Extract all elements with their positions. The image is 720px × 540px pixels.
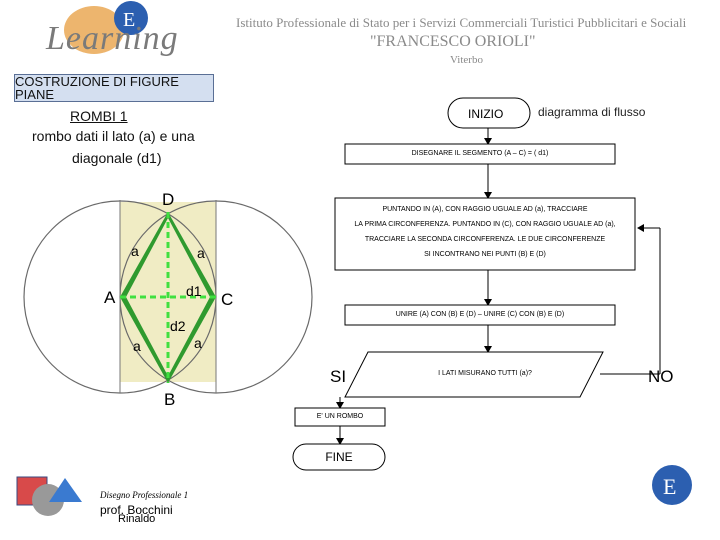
side-label-top-left: a [131,243,139,259]
diagonal-d1-label: d1 [186,283,202,299]
author-line1: prof. Bocchini [100,503,173,517]
step1-text: DISEGNARE IL SEGMENTO (A – C) = ( d1) [346,148,614,160]
logo-badge-icon: E [64,1,148,54]
yes-label: SI [330,367,347,386]
decision-shape [344,351,604,398]
step2-line1: PUNTANDO IN (A), CON RAGGIO UGUALE AD (a… [336,204,634,216]
start-terminal [447,97,531,129]
step2-line2: LA PRIMA CIRCONFERENZA. PUNTANDO IN (C),… [336,219,634,231]
vertex-b-label: B [164,390,176,409]
decision-text: I LATI MISURANO TUTTI (a)? [438,370,532,377]
no-label: NO [648,367,674,386]
city-name: Viterbo [450,54,483,66]
svg-text:E: E [663,474,676,499]
topic-title: ROMBI 1 [70,108,128,124]
vertex-a-label: A [104,288,116,307]
result-text: E' UN ROMBO [296,411,384,423]
step2-line4: SI INCONTRANO NEI PUNTI (B) E (D) [336,249,634,261]
step2-line3: TRACCIARE LA SECONDA CIRCONFERENZA. LE D… [336,234,634,246]
step3-text: UNIRE (A) CON (B) E (D) – UNIRE (C) CON … [346,309,614,321]
school-name: "FRANCESCO ORIOLI" [370,33,536,50]
description-line1: rombo dati il lato (a) e una [32,128,195,144]
section-title: COSTRUZIONE DI FIGURE PIANE [14,74,214,102]
corner-badge-icon: E [652,465,692,505]
footer-logo-icon [16,476,82,516]
end-label: FINE [325,450,353,464]
svg-text:E: E [123,9,135,31]
side-label-top-right: a [197,245,205,261]
start-label: INIZIO [468,107,504,121]
flowchart-title: diagramma di flusso [538,105,646,119]
course-name: Disegno Professionale 1 [100,490,189,500]
description-line2: diagonale (d1) [72,150,162,166]
construction-figure [23,200,313,394]
side-label-bottom-right: a [194,335,202,351]
institute-line: Istituto Professionale di Stato per i Se… [236,15,687,30]
diagonal-d2-label: d2 [170,318,186,334]
logo-text: Learning [46,20,179,57]
side-label-bottom-left: a [133,338,141,354]
vertex-c-label: C [221,290,234,309]
end-terminal [292,443,386,471]
author-line2: Rinaldo [118,513,156,525]
vertex-d-label: D [162,190,175,209]
